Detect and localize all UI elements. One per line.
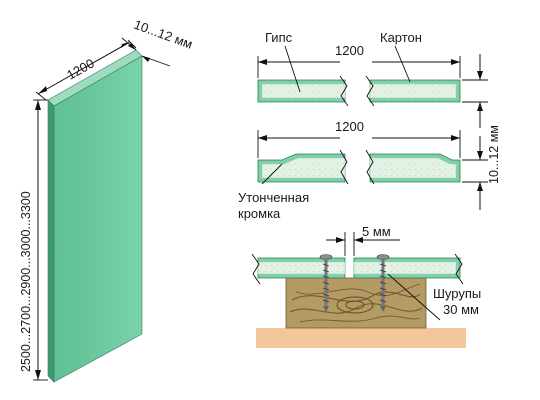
section-tapered-edge	[257, 149, 461, 185]
section-top-width-dimension: 1200	[257, 43, 461, 78]
section-thickness-label: 10...12 мм	[487, 125, 501, 184]
screws-label-line1: Шурупы	[433, 286, 481, 301]
panel-height-label: 2500...2700...2900...3000...3300	[19, 191, 33, 372]
section-mid-width-label: 1200	[335, 119, 364, 134]
section-thickness-dimension: 10...12 мм	[462, 54, 501, 210]
screw-right	[376, 254, 390, 312]
screw-left	[319, 254, 333, 312]
panel-side-edge	[47, 99, 55, 383]
panel-thickness-label: 10...12 мм	[132, 17, 195, 52]
tapered-edge-label-line2: кромка	[238, 206, 281, 221]
screws-label-line2: 30 мм	[443, 302, 479, 317]
cardboard-label: Картон	[380, 30, 422, 45]
joint-boards	[251, 253, 464, 285]
panel-front-face	[53, 55, 143, 383]
section-straight-edge	[257, 75, 461, 107]
base-strip	[256, 328, 466, 348]
tapered-edge-label-line1: Утонченная	[238, 190, 309, 205]
tapered-edge-leader	[261, 163, 283, 185]
wood-stud	[285, 277, 427, 329]
cardboard-leader	[394, 45, 411, 83]
gap-label: 5 мм	[362, 224, 391, 239]
gypsum-label: Гипс	[265, 30, 293, 45]
panel-height-dimension: 2500...2700...2900...3000...3300	[19, 99, 48, 381]
gap-dimension: 5 мм	[326, 224, 400, 256]
panel-3d	[47, 49, 143, 383]
section-mid-width-dimension: 1200	[257, 119, 461, 158]
screws-leader	[387, 273, 441, 321]
gypsum-leader	[284, 45, 301, 93]
section-top-width-label: 1200	[335, 43, 364, 58]
